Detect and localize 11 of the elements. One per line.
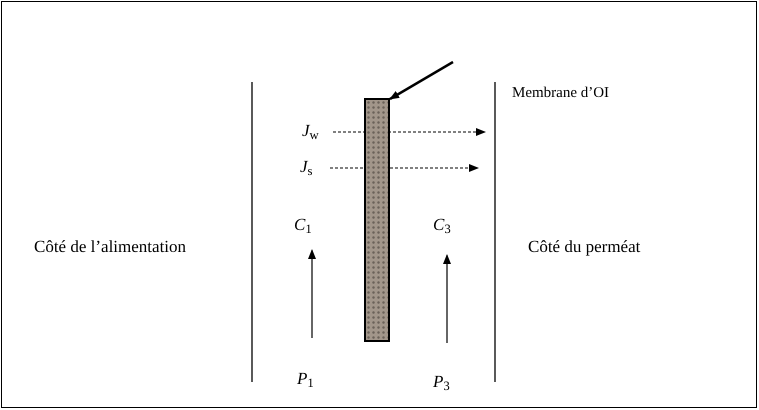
- symbol-label: C$_{3}$: [433, 214, 451, 236]
- side-label: Côté de l’alimentation: [34, 236, 186, 258]
- side-label: Côté du perméat: [528, 236, 640, 258]
- symbol-label: J$_{w}$: [302, 120, 319, 142]
- symbol-label: P$_{3}$: [433, 371, 450, 393]
- symbol-label: C$_{1}$: [294, 214, 312, 236]
- membrane-bar: [364, 98, 390, 342]
- symbol-label: J$_{s}$: [300, 156, 313, 178]
- symbol-label: P$_{1}$: [297, 368, 314, 390]
- membrane-label: Membrane d’OI: [512, 82, 610, 104]
- leader-arrow: [389, 60, 454, 100]
